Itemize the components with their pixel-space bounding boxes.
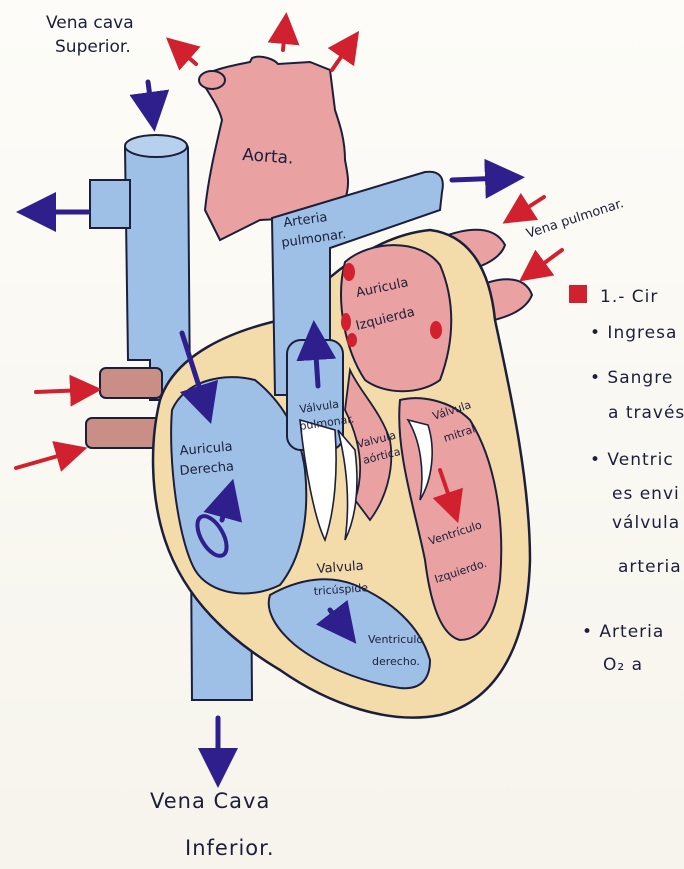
notes-line-7: arteria [618, 557, 682, 577]
notes-line-8: • Arteria [582, 622, 664, 642]
aorta-arrow-left [178, 48, 196, 64]
label-vena-pulmonar: Vena pulmonar. [525, 196, 626, 242]
label-ventriculo-derecho-l1: Ventriculo [368, 633, 423, 646]
label-aorta: Aorta. [242, 145, 294, 169]
label-ventriculo-derecho-l2: derecho. [372, 655, 420, 668]
label-vena-cava-inferior-l2: Inferior. [185, 836, 275, 860]
pa-up-arrow [315, 340, 318, 386]
notes-line-1: • Ingresa [590, 323, 677, 343]
label-vena-cava-superior-l1: Vena cava [46, 13, 134, 33]
pv-in-arrow-1 [516, 197, 544, 215]
notes-bullet-square [569, 285, 587, 303]
label-vena-cava-inferior-l1: Vena Cava [150, 789, 270, 813]
notes-line-6: válvula [612, 513, 680, 533]
vein-in-arrow-2 [16, 452, 72, 468]
pv-in-arrow-2 [532, 250, 562, 272]
notes-line-9: O₂ a [603, 655, 643, 675]
svc-in-arrow [148, 82, 152, 112]
vein-in-arrow-1 [36, 390, 86, 392]
notes-heading: 1.- Cir [600, 287, 658, 307]
label-vena-cava-superior-l2: Superior. [55, 37, 131, 57]
notes-line-5: es envi [612, 484, 680, 504]
notes-line-4: • Ventric [590, 450, 674, 470]
pa-out-arrow [452, 178, 505, 180]
side-notes: 1.- Cir • Ingresa • Sangre a través • Ve… [582, 287, 684, 675]
notes-line-3: a través [608, 403, 684, 423]
aorta-arrow-mid [283, 28, 285, 50]
notes-line-2: • Sangre [590, 368, 673, 388]
aorta-arrow-right [332, 44, 350, 70]
